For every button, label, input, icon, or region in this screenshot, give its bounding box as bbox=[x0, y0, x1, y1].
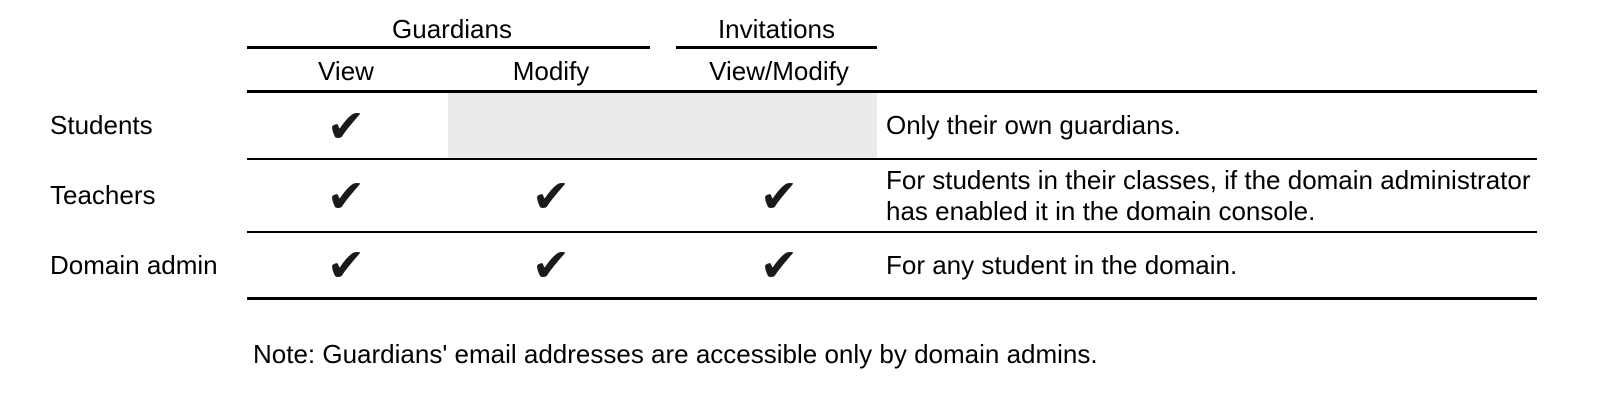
header-rule bbox=[247, 90, 1537, 93]
check-icon-teachers-view: ✔ bbox=[326, 168, 366, 223]
check-icon-teachers-invitations: ✔ bbox=[759, 168, 799, 223]
table-bottom-rule bbox=[247, 297, 1537, 300]
check-icon-domain-admin-invitations: ✔ bbox=[759, 238, 799, 292]
table-row-students: Students ✔ Only their own guardians. bbox=[0, 93, 1600, 158]
group-header-invitations: Invitations bbox=[717, 14, 836, 44]
table-row-domain-admin: Domain admin ✔ ✔ ✔ For any student in th… bbox=[0, 233, 1600, 297]
footnote: Note: Guardians' email addresses are acc… bbox=[253, 339, 1098, 369]
group-header-guardians: Guardians bbox=[392, 14, 512, 44]
row-note-teachers: For students in their classes, if the do… bbox=[886, 164, 1531, 226]
row-divider-2 bbox=[247, 231, 1537, 233]
column-header-view-modify: View/Modify bbox=[709, 56, 849, 86]
check-icon-domain-admin-modify: ✔ bbox=[531, 238, 571, 292]
row-note-domain-admin: For any student in the domain. bbox=[886, 249, 1238, 280]
check-icon-domain-admin-view: ✔ bbox=[326, 238, 366, 292]
column-header-view: View bbox=[318, 56, 374, 86]
check-icon-teachers-modify: ✔ bbox=[531, 168, 571, 223]
row-note-students: Only their own guardians. bbox=[886, 110, 1181, 140]
row-divider-1 bbox=[247, 158, 1537, 160]
row-label-domain-admin: Domain admin bbox=[50, 249, 218, 280]
row-label-students: Students bbox=[50, 110, 153, 140]
row-label-teachers: Teachers bbox=[50, 180, 156, 210]
disabled-cells-students bbox=[448, 93, 877, 158]
table-row-teachers: Teachers ✔ ✔ ✔ For students in their cla… bbox=[0, 160, 1600, 231]
check-icon-students-view: ✔ bbox=[326, 98, 366, 153]
column-header-modify: Modify bbox=[512, 56, 590, 86]
guardians-underline bbox=[247, 46, 650, 49]
invitations-underline bbox=[676, 46, 877, 49]
